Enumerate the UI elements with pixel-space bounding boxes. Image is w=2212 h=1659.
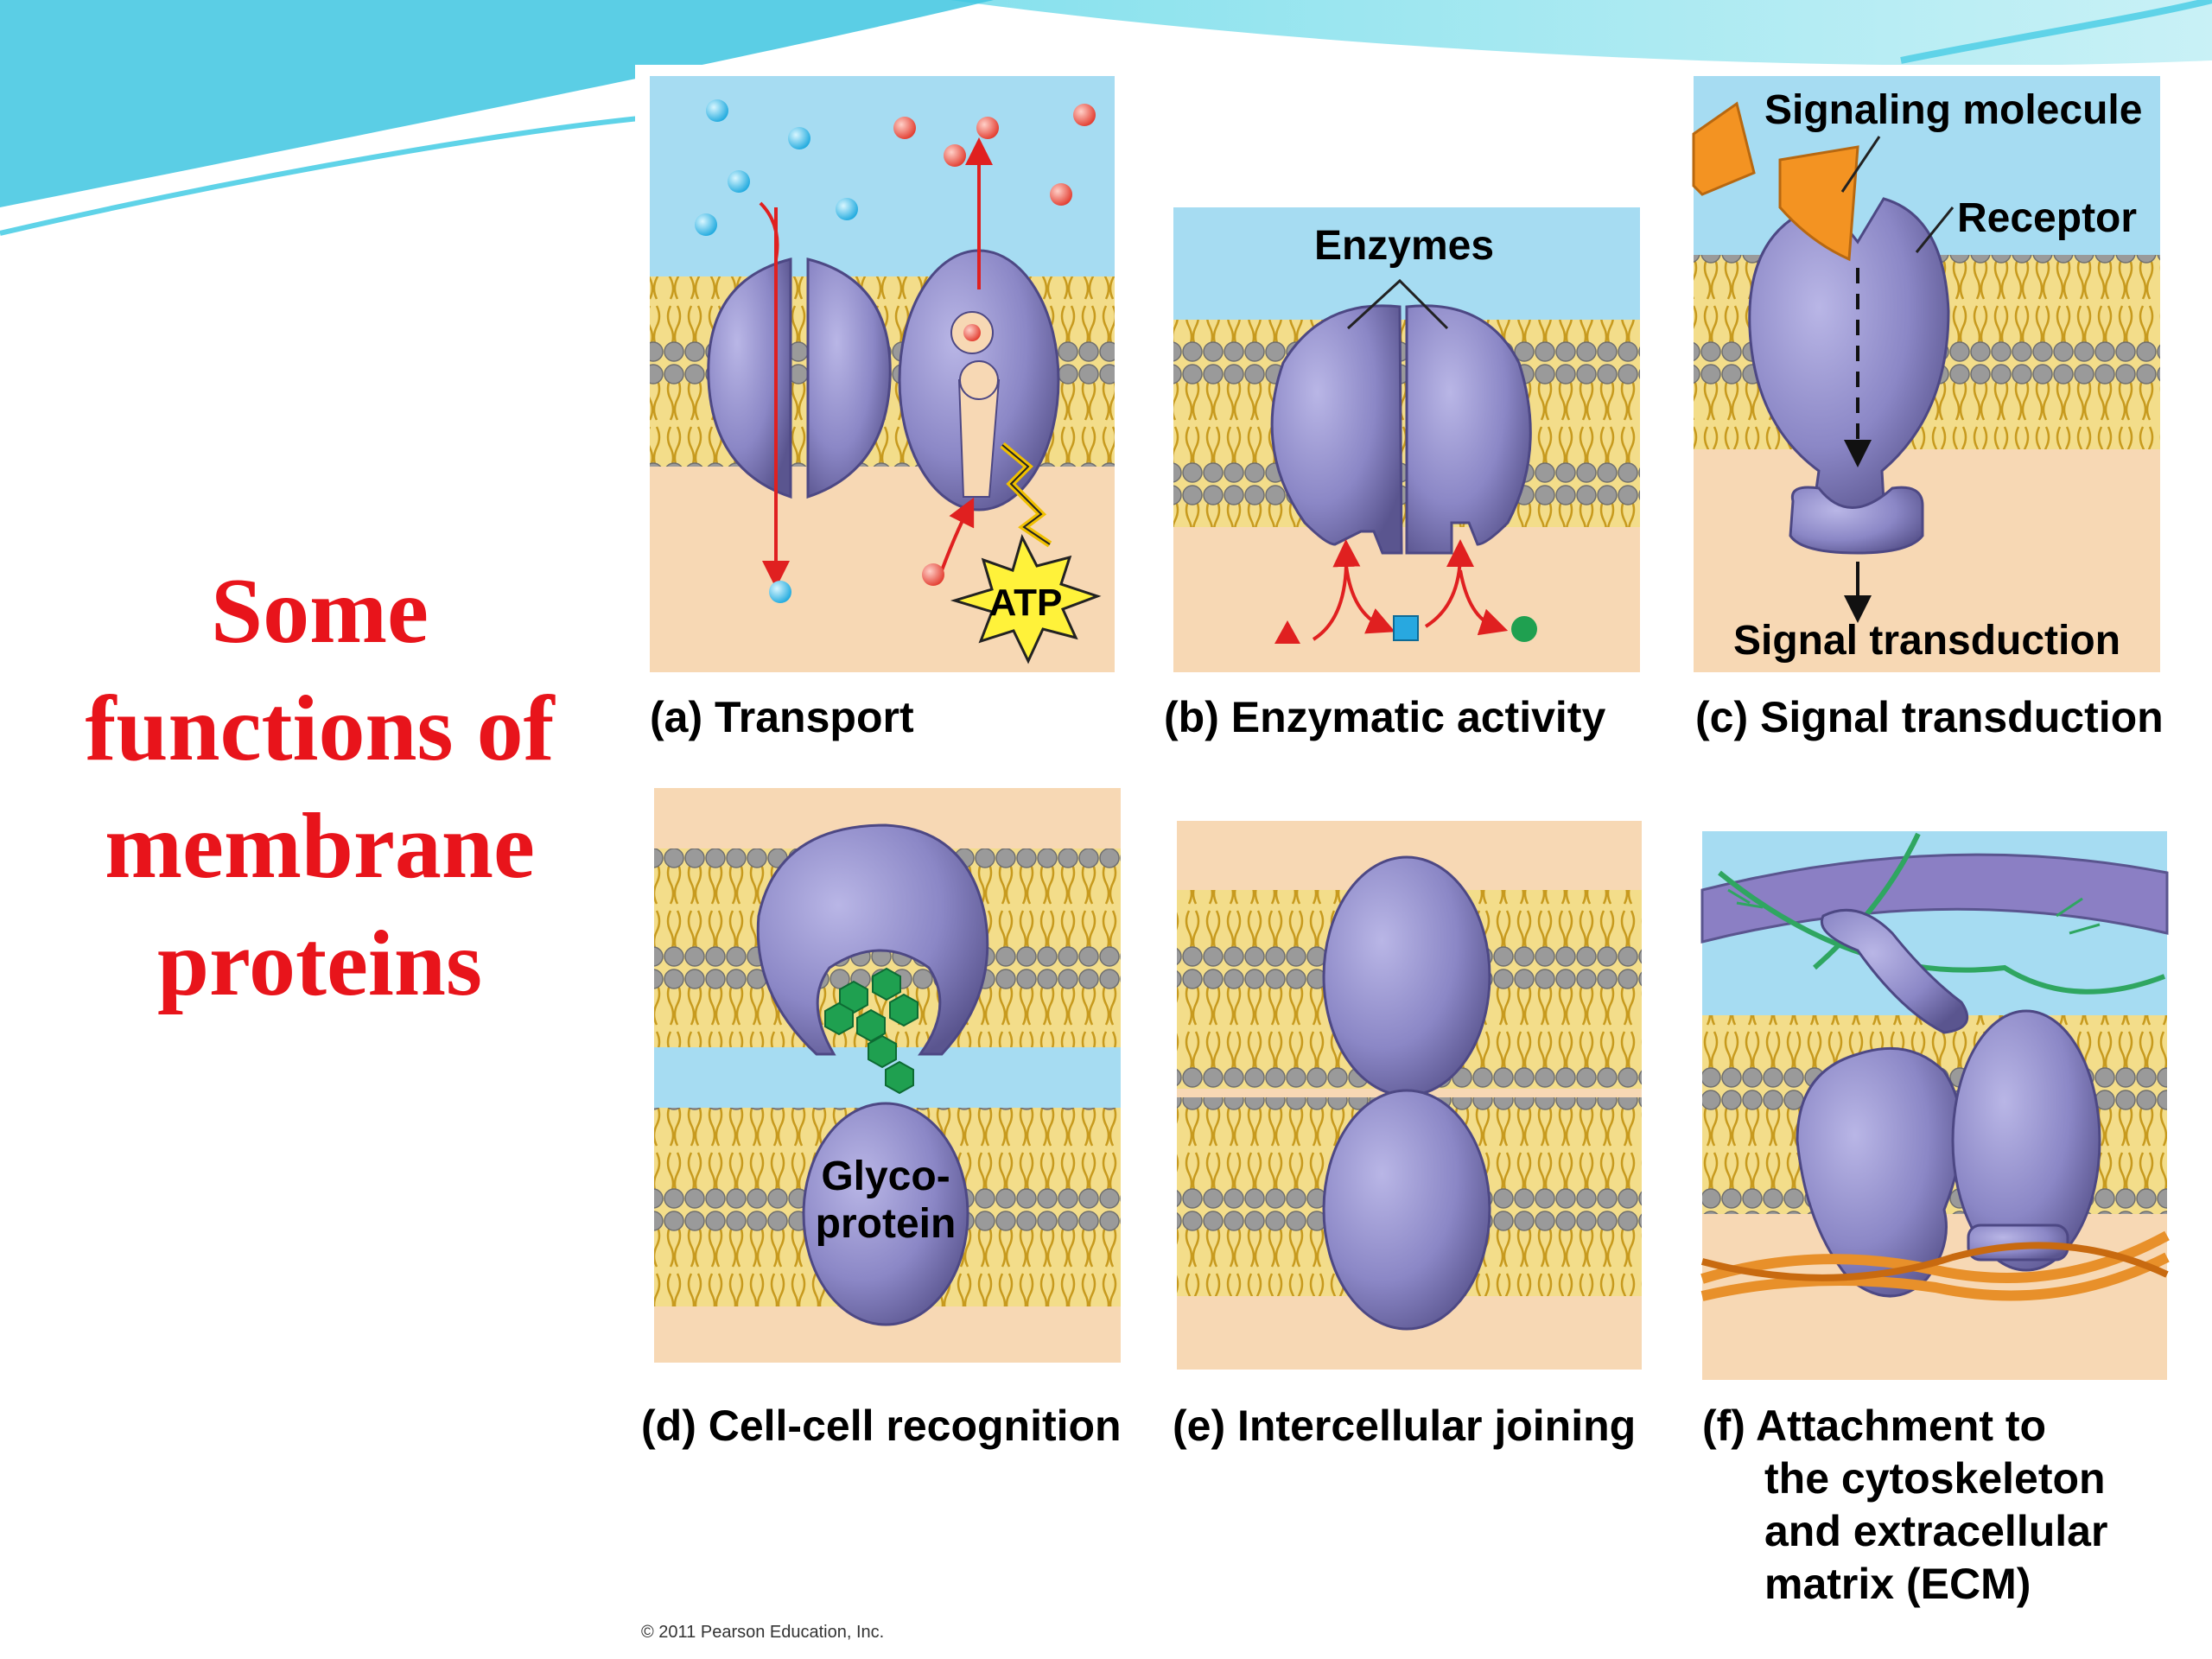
signaling-molecule-label: Signaling molecule (1764, 87, 2142, 133)
copyright-notice: © 2011 Pearson Education, Inc. (641, 1623, 885, 1642)
product-square (1393, 615, 1419, 641)
substrate-triangle (1274, 620, 1300, 644)
atp-label: ATP (989, 582, 1063, 624)
panel-transport: ATP (650, 76, 1115, 672)
caption-cell-cell-recognition: (d) Cell-cell recognition (641, 1402, 1122, 1450)
signaling-molecule-free (1692, 101, 1756, 196)
panel-cell-cell-recognition: Glyco- protein (654, 788, 1121, 1363)
ecm-fibers (1700, 1230, 2170, 1301)
glycoprotein-sugars (824, 967, 918, 1095)
caption-attachment-line2: the cytoskeleton (1764, 1454, 2106, 1503)
slide-title-line: Some (211, 560, 429, 663)
slide-title-line: functions of (85, 677, 555, 780)
glycoprotein-label-line2: protein (816, 1201, 957, 1247)
caption-attachment: (f) Attachment to the cytoskeleton and e… (1702, 1402, 2107, 1608)
transport-solutes (695, 99, 1096, 603)
slide-title: Some functions of membrane proteins (35, 553, 605, 1023)
panel-enzymatic-activity: Enzymes (1173, 207, 1640, 672)
caption-attachment-line3: and extracellular (1764, 1507, 2107, 1555)
caption-enzymatic-activity: (b) Enzymatic activity (1164, 693, 1605, 741)
enzymes-label: Enzymes (1314, 223, 1494, 269)
signal-transduction-label: Signal transduction (1733, 618, 2120, 664)
slide-title-line: membrane (105, 795, 535, 898)
slide-title-line: proteins (156, 912, 483, 1015)
panel-attachment (1700, 831, 2170, 1380)
caption-attachment-line4: matrix (ECM) (1764, 1560, 2031, 1608)
receptor-label: Receptor (1957, 195, 2137, 241)
panel-intercellular-joining (1177, 821, 1642, 1370)
caption-transport: (a) Transport (650, 693, 914, 741)
glycoprotein-label-line1: Glyco- (821, 1154, 950, 1199)
caption-signal-transduction: (c) Signal transduction (1695, 693, 2164, 741)
product-circle (1511, 616, 1537, 642)
caption-attachment-line1: (f) Attachment to (1702, 1402, 2046, 1450)
panel-signal-transduction: Signaling molecule Receptor Signal trans… (1692, 76, 2160, 672)
signaling-molecule-shape (1778, 145, 1859, 262)
caption-intercellular-joining: (e) Intercellular joining (1173, 1402, 1636, 1450)
